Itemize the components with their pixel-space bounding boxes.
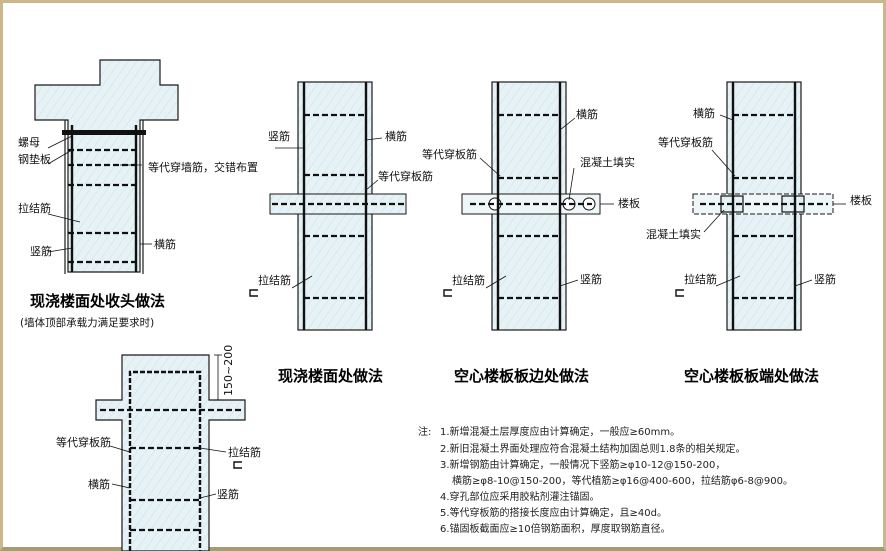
label-tie-bar: 拉结筋	[18, 201, 51, 215]
label-tie-bar: 拉结筋	[684, 272, 717, 286]
steel-plate	[62, 130, 146, 135]
label-vertical-bar: 竖筋	[268, 129, 290, 143]
label-nut: 螺母	[18, 136, 40, 149]
label-equivalent-bars: 等代穿板筋	[56, 435, 111, 449]
label-horizontal-bar: 横筋	[154, 237, 176, 251]
note-item: 1.新增混凝土层厚度应由计算确定，一般应≥60mm。	[440, 425, 680, 438]
detail-1-subtitle: (墙体顶部承载力满足要求时)	[20, 316, 154, 329]
note-item: 横筋≥φ8-10@150-200，等代植筋≥φ16@400-600，拉结筋φ6-…	[452, 474, 793, 487]
closed-stirrup	[128, 370, 202, 551]
label-equivalent-bars: 等代穿板筋	[378, 169, 433, 183]
label-steel-plate: 钢垫板	[18, 152, 51, 166]
detail-5: 150~200 等代穿板筋 拉结筋 横筋 竖筋	[56, 345, 261, 551]
dimension-label: 150~200	[222, 345, 235, 396]
detail-3-title: 空心楼板板边处做法	[454, 367, 589, 385]
note-item: 6.锚固板截面应≥10倍钢筋面积，厚度取钢筋直径。	[440, 522, 671, 535]
label-tie-bar: 拉结筋	[258, 273, 291, 287]
label-equivalent-bars: 等代穿板筋	[658, 135, 713, 149]
label-vertical-bar: 竖筋	[814, 272, 836, 286]
notes: 注: 1.新增混凝土层厚度应由计算确定，一般应≥60mm。 2.新旧混凝土界面处…	[418, 425, 793, 535]
label-concrete-fill: 混凝土填实	[580, 155, 635, 169]
label-tie-bar: 拉结筋	[228, 445, 261, 459]
label-equivalent-bars: 等代穿板筋	[422, 147, 477, 161]
label-horizontal-bar: 横筋	[576, 107, 598, 121]
detail-3: 横筋 等代穿板筋 混凝土填实 楼板 拉结筋 竖筋 空心楼板板边处做法	[422, 81, 640, 385]
note-item: 2.新旧混凝土界面处理应符合混凝土结构加固总则1.8条的相关规定。	[440, 442, 745, 455]
label-concrete-fill: 混凝土填实	[646, 227, 701, 241]
wall-slab-section	[95, 354, 246, 551]
detail-2-title: 现浇楼面处做法	[278, 367, 383, 385]
label-slab: 楼板	[618, 196, 640, 210]
label-horizontal-bar: 横筋	[385, 129, 407, 143]
label-horizontal-bar: 横筋	[88, 477, 110, 491]
note-item: 3.新增钢筋由计算确定，一般情况下竖筋≥φ10-12@150-200，	[440, 458, 725, 471]
note-item: 5.等代穿板筋的搭接长度应由计算确定，且≥40d。	[440, 506, 667, 519]
label-vertical-bar: 竖筋	[217, 487, 239, 501]
label-horizontal-bar: 横筋	[693, 106, 715, 120]
label-vertical-bar: 竖筋	[30, 244, 52, 258]
label-tie-bar: 拉结筋	[452, 273, 485, 287]
note-item: 4.穿孔部位应采用胶粘剂灌注锚固。	[440, 490, 600, 503]
notes-prefix: 注:	[418, 425, 431, 438]
detail-4-title: 空心楼板板端处做法	[684, 367, 819, 385]
detail-1: 螺母 钢垫板 等代穿墙筋，交错布置 拉结筋 竖筋 横筋 现浇楼面处收头做法 (墙…	[18, 59, 258, 329]
label-vertical-bar: 竖筋	[580, 272, 602, 286]
label-slab: 楼板	[850, 193, 872, 207]
detail-2: 竖筋 横筋 等代穿板筋 拉结筋 现浇楼面处做法	[249, 81, 433, 385]
detail-4: 横筋 等代穿板筋 楼板 混凝土填实 拉结筋 竖筋 空心楼板板端处做法	[646, 81, 872, 385]
detail-1-title: 现浇楼面处收头做法	[30, 292, 165, 310]
label-equivalent-bars: 等代穿墙筋，交错布置	[148, 160, 258, 174]
